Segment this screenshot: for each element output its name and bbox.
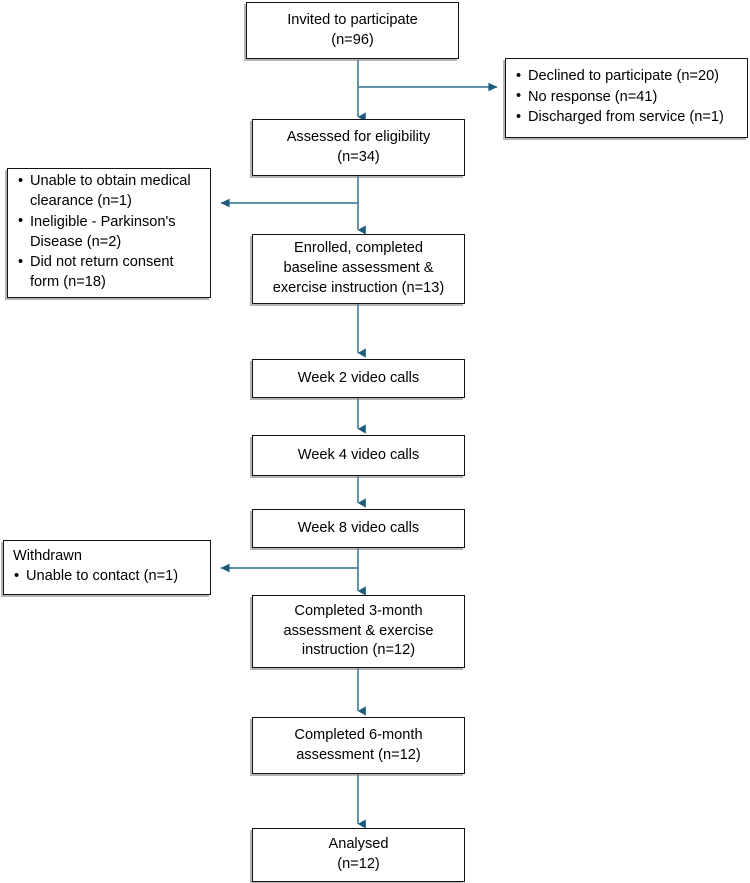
node-exclusions-left: Unable to obtain medical clearance (n=1)… (7, 168, 211, 298)
node-enrolled-baseline: Enrolled, completed baseline assessment … (252, 234, 465, 304)
list-item: Declined to participate (n=20) (515, 67, 738, 87)
withdrawn-heading: Withdrawn (13, 548, 82, 565)
list-item: Unable to obtain medical clearance (n=1) (17, 172, 201, 212)
node-enrolled-line-2: baseline assessment & (283, 260, 434, 276)
node-month3-line-3: instruction (n=12) (301, 642, 416, 659)
node-week4-label: Week 4 video calls (297, 446, 420, 463)
list-item: Ineligible - Parkinson's Disease (n=2) (17, 212, 201, 253)
node-exclusions-right: Declined to participate (n=20) No respon… (505, 58, 748, 138)
list-item: Discharged from service (n=1) (515, 108, 738, 128)
node-assessed-for-eligibility: Assessed for eligibility (n=34) (252, 119, 465, 176)
node-invited-line-2: (n=96) (331, 31, 374, 48)
node-month6-line-2: assessment (n=12) (296, 746, 421, 763)
node-analysed-line-2: (n=12) (337, 856, 380, 872)
node-enrolled-line-1: Enrolled, completed (294, 240, 423, 257)
node-enrolled-line-3: exercise instruction (n=13) (272, 279, 445, 296)
node-week-2-video-calls: Week 2 video calls (252, 359, 465, 398)
node-withdrawn: Withdrawn Unable to contact (n=1) (3, 540, 211, 595)
node-assessed-line-1: Assessed for eligibility (286, 128, 431, 145)
node-assessed-line-2: (n=34) (337, 148, 380, 165)
node-month3-line-2: assessment & exercise (283, 622, 434, 639)
node-week8-label: Week 8 video calls (297, 519, 420, 536)
node-analysed: Analysed (n=12) (252, 828, 465, 882)
node-month6-line-1: Completed 6-month (294, 726, 423, 743)
exclusions-left-list: Unable to obtain medical clearance (n=1)… (17, 172, 201, 293)
node-completed-3-month-assessment: Completed 3-month assessment & exercise … (252, 595, 465, 668)
node-invited-line-1: Invited to participate (287, 11, 418, 28)
node-month3-line-1: Completed 3-month (294, 602, 423, 619)
node-week-4-video-calls: Week 4 video calls (252, 435, 465, 476)
node-week2-label: Week 2 video calls (297, 369, 420, 386)
node-analysed-line-1: Analysed (328, 836, 389, 853)
exclusions-right-list: Declined to participate (n=20) No respon… (515, 67, 738, 128)
list-item: Unable to contact (n=1) (13, 567, 201, 587)
list-item: No response (n=41) (515, 87, 738, 108)
list-item: Did not return consent form (n=18) (17, 253, 201, 293)
withdrawn-list: Unable to contact (n=1) (13, 567, 201, 587)
node-week-8-video-calls: Week 8 video calls (252, 509, 465, 548)
node-invited-to-participate: Invited to participate (n=96) (246, 2, 459, 59)
node-completed-6-month-assessment: Completed 6-month assessment (n=12) (252, 717, 465, 774)
